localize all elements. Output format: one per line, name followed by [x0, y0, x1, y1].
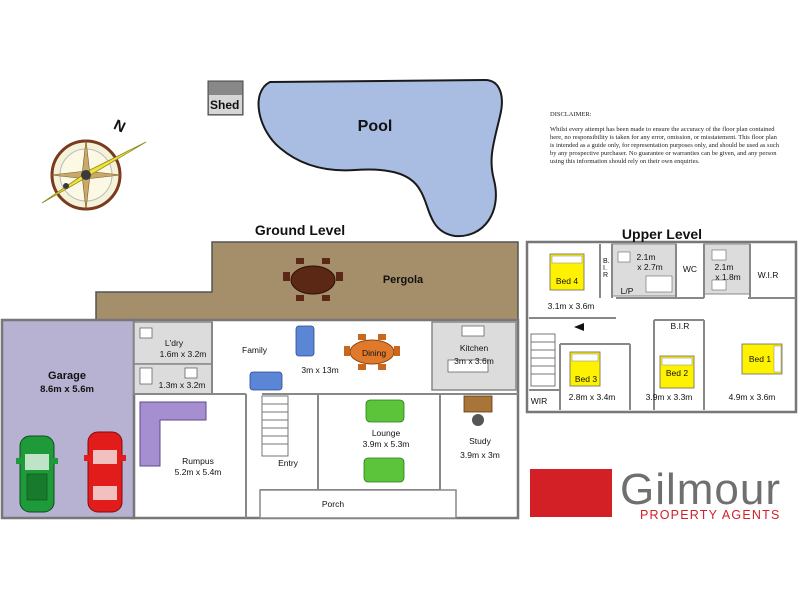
- bed1-furniture: [741, 343, 783, 375]
- study-size: 3.9m x 3m: [460, 450, 500, 460]
- porch-area: [259, 489, 457, 519]
- bir1-label: B.I.R: [603, 258, 610, 279]
- dining-label: Dining: [361, 348, 387, 358]
- bed3-label: Bed 3: [574, 374, 598, 384]
- bed3-size: 2.8m x 3.4m: [568, 392, 616, 402]
- upper-stair: [530, 333, 556, 387]
- compass-icon: [41, 139, 147, 211]
- lounge-size: 3.9m x 5.3m: [362, 439, 410, 449]
- laundry-label: L'dry: [164, 338, 184, 348]
- entry-label: Entry: [278, 458, 298, 468]
- bed4-label: Bed 4: [555, 276, 579, 286]
- bath-size: 1.3m x 3.2m: [158, 380, 206, 390]
- porch-label: Porch: [321, 499, 345, 509]
- outdoor-table: [283, 258, 343, 301]
- garage-label: Garage: [48, 370, 86, 382]
- pool-label: Pool: [357, 118, 393, 135]
- wc-label: WC: [682, 264, 698, 274]
- pool: [257, 78, 503, 238]
- family-size: 3m x 13m: [301, 365, 339, 375]
- bed2-size: 3.9m x 3.3m: [645, 392, 693, 402]
- disclaimer-text: Whilst every attempt has been made to en…: [550, 126, 779, 165]
- lounge-label: Lounge: [371, 428, 401, 438]
- kitchen-label: Kitchen: [459, 343, 489, 353]
- bath1-size-1: 2.1m: [636, 252, 656, 262]
- disclaimer: DISCLAIMER: Whilst every attempt has bee…: [550, 111, 780, 166]
- rumpus-sofa: [139, 401, 207, 467]
- bed4-furniture: [549, 253, 585, 291]
- car-green: [16, 435, 58, 513]
- dining-table: [344, 334, 400, 370]
- bed2-furniture: [659, 355, 695, 389]
- ground-level-title: Ground Level: [254, 222, 346, 238]
- bed2-label: Bed 2: [665, 368, 689, 378]
- family-label: Family: [242, 345, 268, 355]
- brand-name: Gilmour: [620, 465, 782, 514]
- bed4-size: 3.1m x 3.6m: [547, 301, 595, 311]
- bath1-size-2: x 2.7m: [637, 262, 663, 272]
- lounge-sofas: [363, 399, 405, 483]
- bir2-label: B.I.R: [670, 321, 690, 331]
- laundry-size: 1.6m x 3.2m: [159, 349, 207, 359]
- bath2-size-1: 2.1m: [714, 262, 734, 272]
- family-sofas: [249, 325, 315, 391]
- upper-walls: [529, 244, 796, 410]
- lp-label: L/P: [620, 286, 634, 296]
- wir1-label: W.I.R: [757, 270, 779, 280]
- brand-logo-mark: [530, 469, 612, 517]
- brand-tagline: PROPERTY AGENTS: [640, 508, 781, 522]
- study-desk: [463, 395, 493, 426]
- study-label: Study: [469, 436, 491, 446]
- bath2-size-2: x 1.8m: [715, 272, 741, 282]
- disclaimer-title: DISCLAIMER:: [550, 111, 592, 118]
- upper-level-title: Upper Level: [621, 226, 703, 242]
- bed1-label: Bed 1: [748, 354, 772, 364]
- entry-stair: [261, 395, 289, 457]
- rumpus-size: 5.2m x 5.4m: [174, 467, 222, 477]
- kitchen-size: 3m x 3.6m: [454, 356, 494, 366]
- wir2-label: WIR: [530, 396, 548, 406]
- bed3-furniture: [569, 351, 601, 387]
- garage-size: 8.6m x 5.6m: [40, 384, 94, 395]
- shed-label: Shed: [210, 98, 240, 112]
- pergola-label: Pergola: [382, 274, 424, 286]
- bed1-size: 4.9m x 3.6m: [728, 392, 776, 402]
- car-red: [84, 431, 126, 513]
- rumpus-label: Rumpus: [182, 456, 214, 466]
